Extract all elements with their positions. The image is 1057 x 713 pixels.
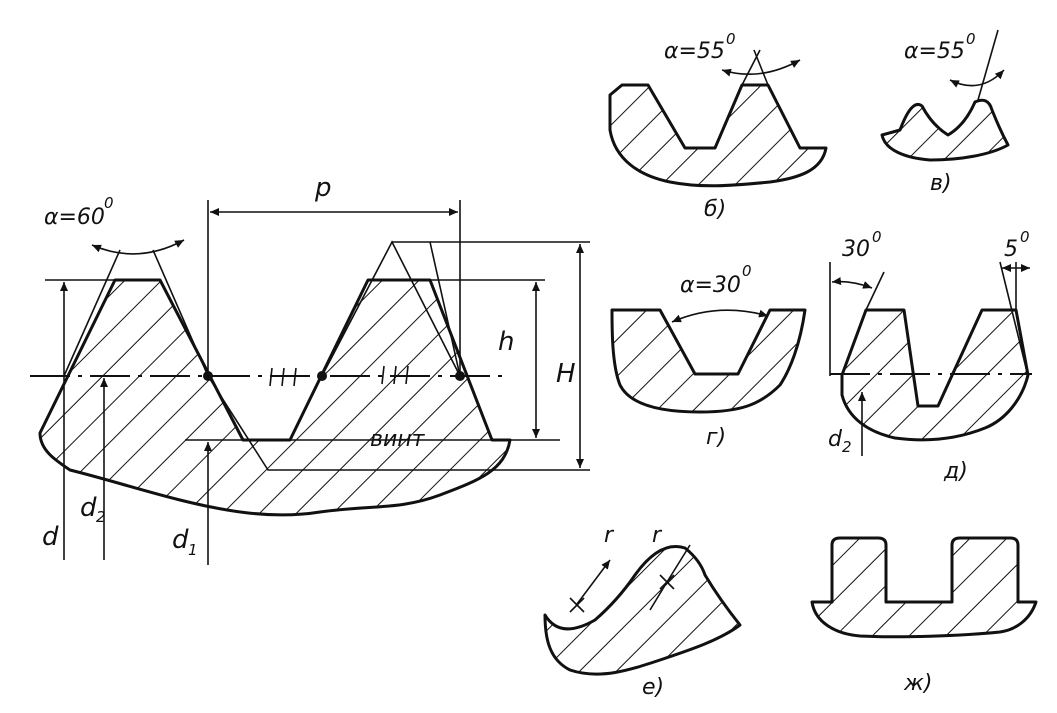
- basic-profile-lines: [63, 240, 492, 471]
- panel-b-profile: [608, 83, 828, 188]
- main-screw-body: [38, 278, 512, 517]
- panel-d-degree30: 0: [872, 228, 882, 246]
- main-thread-profile: p h H d d 2 d 1 α=60 0 винт: [30, 173, 590, 565]
- panel-v-degree: 0: [966, 30, 976, 48]
- pitch-point-2: [317, 371, 327, 381]
- panel-v-profile: [880, 98, 1010, 162]
- panel-v-label: в): [930, 171, 952, 196]
- h-label: h: [498, 327, 514, 357]
- alpha60-degree: 0: [104, 194, 114, 212]
- alpha60-label: α=60: [44, 205, 105, 230]
- panel-v-flank: [977, 29, 999, 101]
- equal-ticks: [269, 365, 409, 387]
- panel-v-alpha: α=55: [904, 39, 965, 64]
- panel-g-degree: 0: [742, 262, 752, 280]
- d2-subscript: 2: [96, 508, 106, 526]
- panel-d-buttress: 30 0 5 0 d 2 д): [828, 228, 1032, 484]
- panel-zh-rectangular: ж): [810, 536, 1038, 696]
- panel-g-trapezoidal: α=30 0 г): [610, 262, 807, 450]
- panel-b-flank-right: [753, 49, 769, 86]
- pitch-label: p: [314, 173, 332, 203]
- panel-d-ext-right: [999, 261, 1029, 377]
- panel-e-r1: r: [604, 523, 615, 548]
- panel-e-r2-marker: [649, 544, 691, 611]
- panel-d-flank-ext: [865, 271, 885, 311]
- panel-b-label: б): [704, 197, 726, 222]
- panel-d-angle30: 30: [842, 237, 870, 262]
- panel-b-degree: 0: [726, 30, 736, 48]
- d1-label: d: [172, 525, 189, 555]
- panel-v-angle-arc: [949, 69, 1005, 88]
- panel-v-rounded: α=55 0 в): [880, 29, 1010, 196]
- panel-d-degree5: 0: [1020, 228, 1030, 246]
- panel-b-alpha: α=55: [664, 39, 725, 64]
- panel-e-r1-marker: [569, 559, 611, 613]
- panel-g-alpha: α=30: [680, 273, 741, 298]
- panel-d-d2-sub: 2: [842, 438, 852, 456]
- H-label: H: [556, 359, 576, 389]
- panel-g-label: г): [706, 425, 726, 450]
- panel-e-profile: [543, 545, 742, 676]
- d2-label: d: [80, 493, 97, 523]
- panel-e-r2: r: [652, 523, 663, 548]
- panel-d-angle5: 5: [1004, 237, 1018, 262]
- panel-d-d2: d: [828, 427, 843, 452]
- panel-g-angle-arc: [671, 309, 769, 323]
- d-label: d: [42, 522, 59, 552]
- panel-d-angle30-arc: [831, 277, 873, 289]
- panel-b-flank-left: [741, 49, 761, 86]
- panel-d-label: д): [943, 459, 968, 484]
- angle-60-arc: [91, 239, 185, 255]
- panel-b-angle-arc: [721, 59, 801, 77]
- panel-e-label: е): [642, 675, 664, 700]
- panel-g-profile: [610, 308, 807, 414]
- panel-zh-profile: [810, 536, 1038, 639]
- d1-subscript: 1: [188, 541, 198, 559]
- panel-b-whitworth: α=55 0 б): [608, 30, 828, 222]
- panel-zh-label: ж): [903, 671, 932, 696]
- panel-e-round: r r е): [543, 523, 742, 700]
- screw-label: винт: [370, 427, 426, 452]
